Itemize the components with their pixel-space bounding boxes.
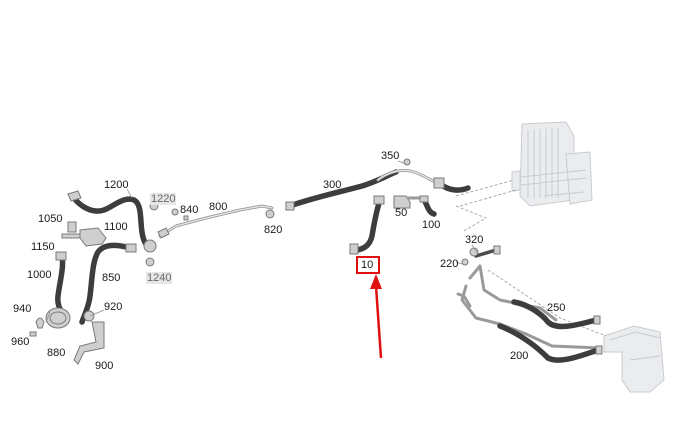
pipe-group-220 [468,264,558,322]
part-label-1220: 1220 [150,193,177,205]
fitting-1200b [143,239,157,253]
fitting-1200a [67,190,82,202]
part-label-1050: 1050 [38,213,63,225]
part-label-250: 250 [547,302,566,314]
expansion-tank-ghost [603,325,665,393]
fitting-220 [461,258,469,266]
part-label-320: 320 [465,234,484,246]
part-label-1150: 1150 [31,241,55,253]
part-label-350: 350 [381,150,400,162]
part-920 [83,310,95,322]
hose-200 [497,323,601,363]
fitting-50 [393,195,411,209]
part-label-820: 820 [264,224,283,236]
heat-exchanger-ghost [511,121,593,207]
part-label-900: 900 [95,360,114,372]
hose-850 [79,242,133,325]
part-label-1200: 1200 [104,179,129,191]
clip-940 [35,317,45,329]
hose-1200 [71,195,153,251]
indicator-arrow [370,274,383,359]
part-label-920: 920 [104,301,123,313]
part-label-1240: 1240 [146,272,173,284]
part-label-800: 800 [209,201,228,213]
part-label-1100: 1100 [104,221,128,233]
part-label-850: 850 [102,272,121,284]
part-label-100: 100 [422,219,441,231]
hose-250 [511,299,599,330]
part-label-940: 940 [13,303,32,315]
bracket-900 [73,321,105,365]
part-840 [171,208,189,221]
clip-820 [265,209,275,219]
selected-part-highlight [356,256,380,274]
part-label-880: 880 [47,347,66,359]
part-label-840: 840 [180,204,199,216]
bolt-960 [29,331,37,337]
part-label-10[interactable]: 10 [361,259,374,271]
fitting-1240 [145,257,155,267]
part-1100 [79,227,107,247]
hose-10 [355,197,383,253]
part-label-50: 50 [395,207,408,219]
hose-320 [474,248,498,258]
part-label-960: 960 [11,336,30,348]
hose-1000 [55,253,66,315]
part-1050 [61,221,81,239]
part-label-300: 300 [323,179,342,191]
part-label-220: 220 [440,258,459,270]
part-label-200: 200 [510,350,529,362]
part-label-1000: 1000 [27,269,52,281]
